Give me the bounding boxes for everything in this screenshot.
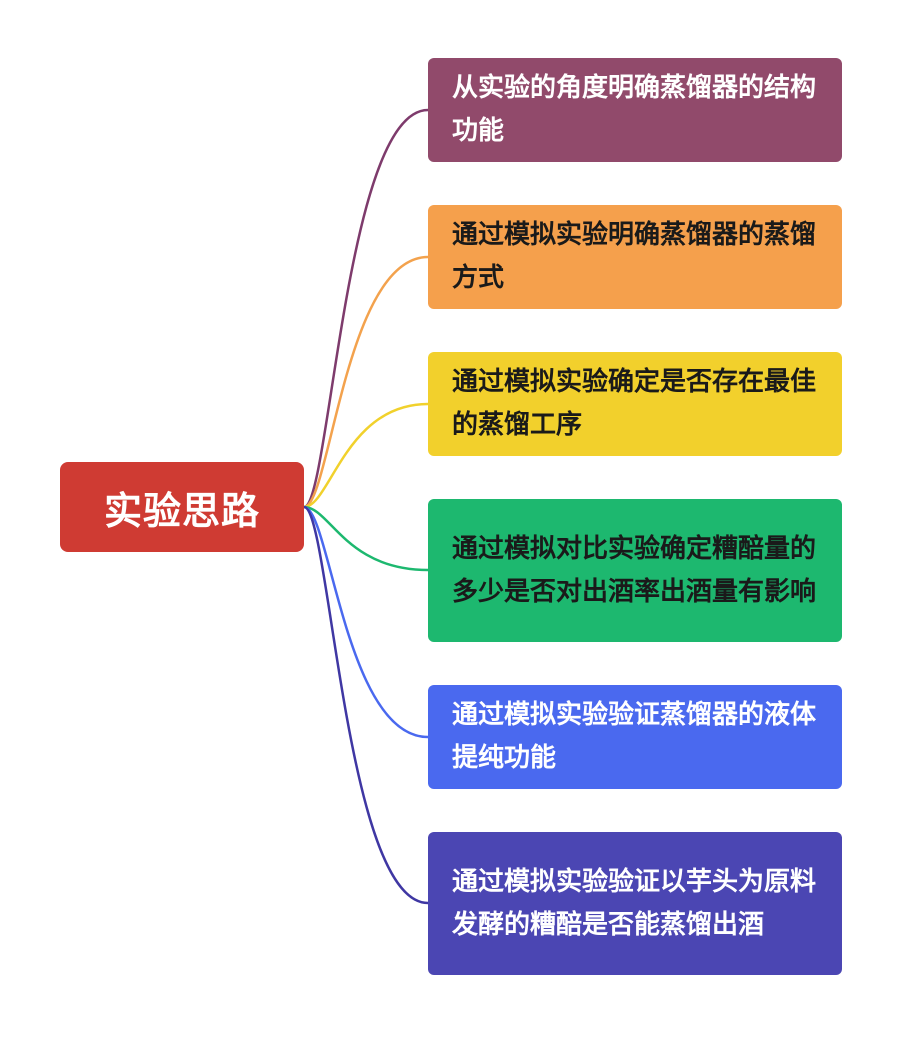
connector-best-process xyxy=(302,402,430,509)
branch-node-grain-amount[interactable]: 通过模拟对比实验确定糟醅量的多少是否对出酒率出酒量有影响 xyxy=(428,499,842,642)
branch-node-label: 通过模拟实验确定是否存在最佳的蒸馏工序 xyxy=(452,367,817,440)
connector-distillation-method xyxy=(302,255,430,509)
branch-node-liquid-purification[interactable]: 通过模拟实验验证蒸馏器的液体提纯功能 xyxy=(428,685,842,789)
connector-taro-fermentation xyxy=(302,505,430,905)
root-node-label: 实验思路 xyxy=(103,488,260,533)
branch-node-taro-fermentation[interactable]: 通过模拟实验验证以芋头为原料发酵的糟醅是否能蒸馏出酒 xyxy=(428,832,842,975)
branch-node-structure-function[interactable]: 从实验的角度明确蒸馏器的结构功能 xyxy=(428,58,842,162)
branch-node-label: 从实验的角度明确蒸馏器的结构功能 xyxy=(452,73,817,146)
branch-node-distillation-method[interactable]: 通过模拟实验明确蒸馏器的蒸馏方式 xyxy=(428,205,842,309)
connector-structure-function xyxy=(302,108,430,509)
branch-node-best-process[interactable]: 通过模拟实验确定是否存在最佳的蒸馏工序 xyxy=(428,352,842,456)
branch-node-label: 通过模拟实验验证蒸馏器的液体提纯功能 xyxy=(452,700,817,773)
connector-liquid-purification xyxy=(302,505,430,739)
connector-grain-amount xyxy=(302,505,430,572)
branch-node-label: 通过模拟实验验证以芋头为原料发酵的糟醅是否能蒸馏出酒 xyxy=(452,866,817,940)
root-node[interactable]: 实验思路 xyxy=(60,462,304,552)
branch-node-label: 通过模拟对比实验确定糟醅量的多少是否对出酒率出酒量有影响 xyxy=(452,533,817,607)
branch-node-label: 通过模拟实验明确蒸馏器的蒸馏方式 xyxy=(452,220,817,293)
